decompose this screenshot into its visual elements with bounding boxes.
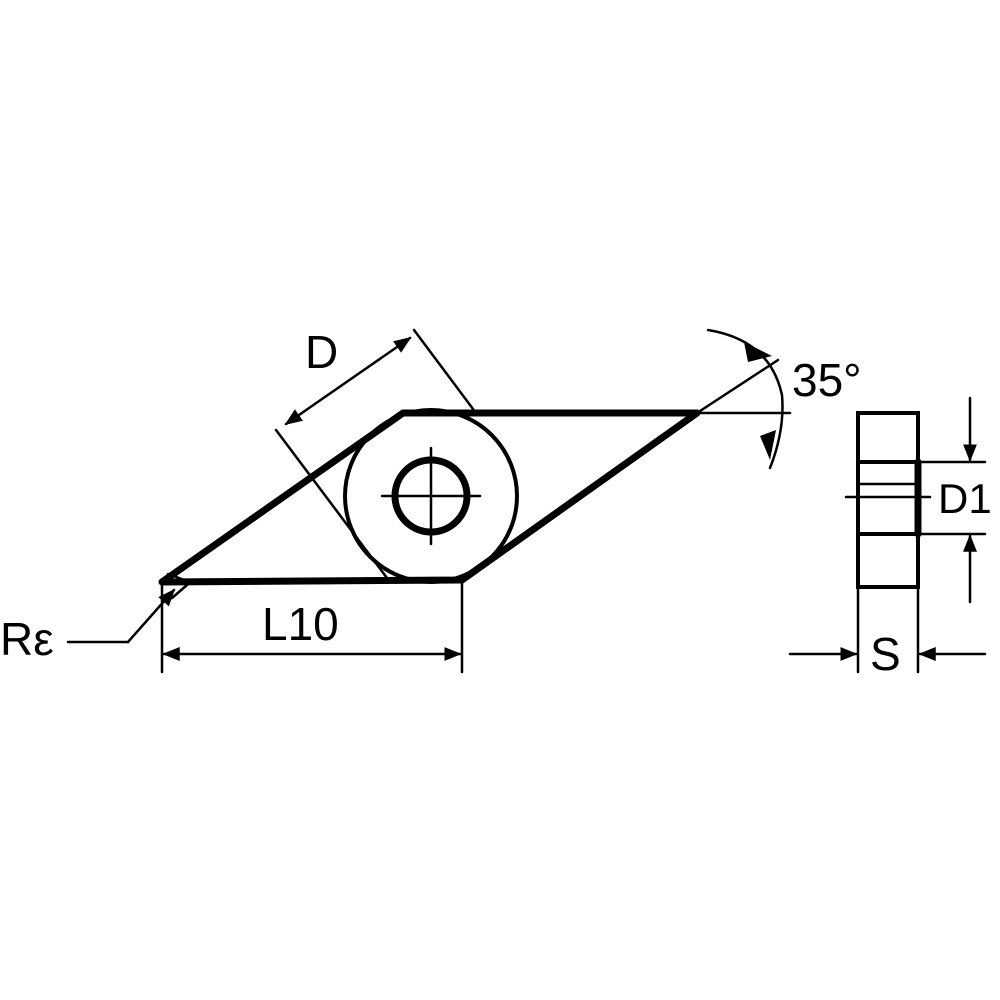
angle-arc bbox=[706, 328, 784, 470]
d-dimension-line bbox=[284, 336, 412, 426]
counterbore-circle bbox=[343, 408, 519, 584]
angle-edge-extension bbox=[695, 358, 780, 415]
d-extension-right bbox=[412, 328, 478, 415]
insert-outline bbox=[158, 409, 701, 586]
label-s: S bbox=[870, 628, 901, 680]
angle-arrow-top bbox=[744, 342, 772, 362]
label-d1: D1 bbox=[938, 475, 992, 522]
label-d: D bbox=[305, 326, 338, 378]
side-view-outline bbox=[856, 411, 920, 589]
label-radius: Rε bbox=[0, 613, 54, 665]
label-angle: 35° bbox=[792, 354, 862, 406]
angle-arrow-bottom bbox=[760, 430, 776, 460]
d-extension-left bbox=[274, 428, 392, 584]
label-l10: L10 bbox=[262, 598, 339, 650]
radius-leader-diag bbox=[126, 588, 176, 644]
